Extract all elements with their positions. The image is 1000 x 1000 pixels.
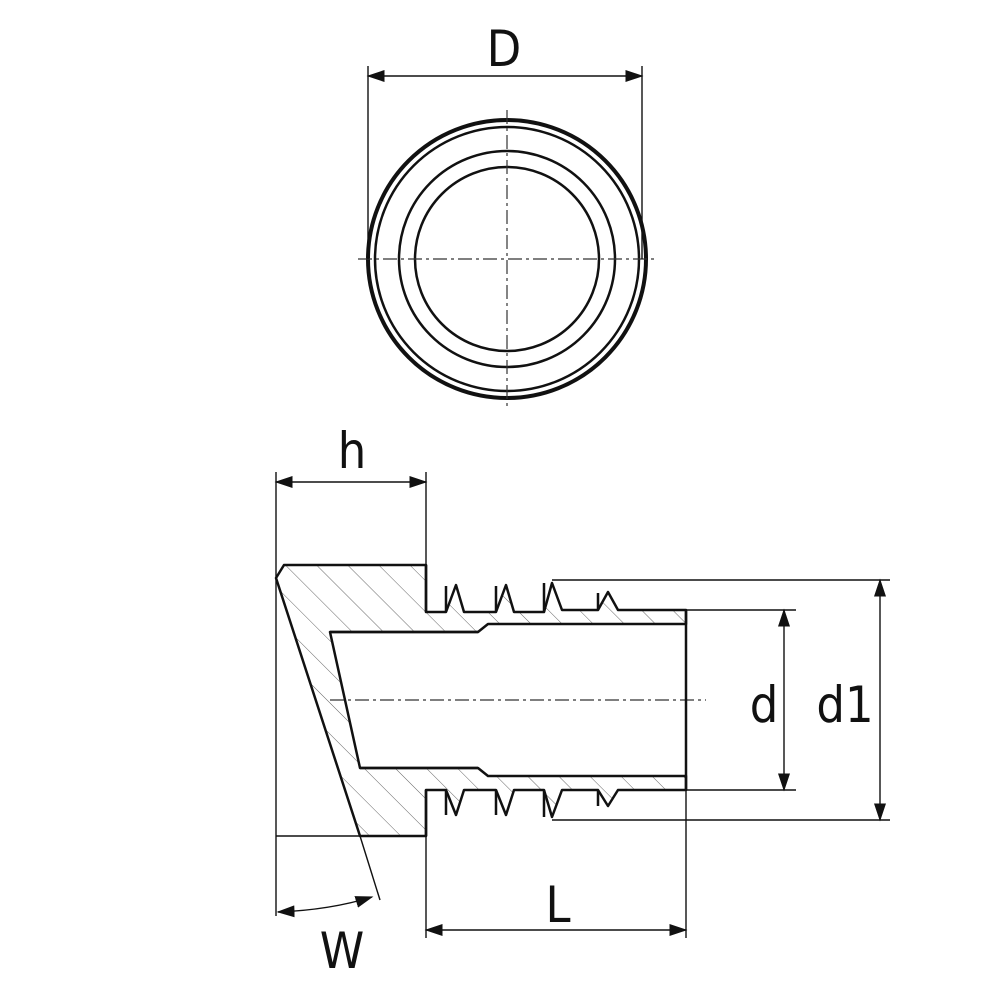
label-W: W [320, 922, 364, 980]
w-extension-angled [359, 835, 381, 901]
top-view: D [358, 20, 654, 408]
barbs-bottom [424, 790, 600, 836]
middle-ring [397, 149, 617, 369]
label-h: h [338, 422, 367, 480]
label-L: L [545, 876, 570, 934]
w-angle-arc [276, 896, 374, 918]
barbs-top [424, 565, 600, 612]
section-view: h d d1 L W [274, 422, 890, 980]
label-d: d [750, 676, 779, 734]
label-d1: d1 [816, 676, 873, 734]
label-D: D [487, 20, 522, 78]
